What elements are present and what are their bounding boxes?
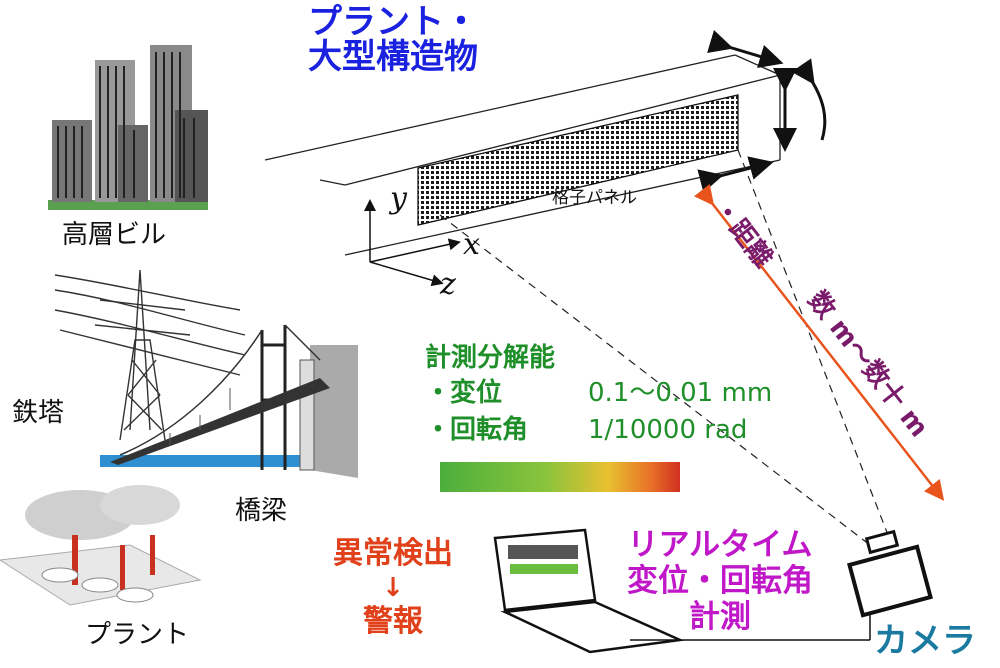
alarm-label: 異常検出 ↓ 警報 — [318, 537, 468, 639]
heading-line2: 大型構造物 — [308, 37, 478, 77]
tower-illustration — [54, 269, 246, 441]
heading-line1: プラント・ — [308, 2, 478, 42]
label-tower: 鉄塔 — [12, 398, 65, 428]
label-bridge: 橋梁 — [235, 496, 288, 526]
resolution-row-name-1: 変位 — [450, 378, 503, 408]
distance-arrow — [693, 183, 945, 501]
axis-z-label: z — [440, 267, 456, 302]
realtime-line2: 変位・回転角 — [627, 563, 813, 599]
displacement-heatmap-bar — [440, 462, 680, 492]
resolution-row-value-1: 0.1〜0.01 mm — [588, 378, 773, 408]
axis-x-label: x — [463, 227, 480, 262]
axis-y-label: y — [390, 181, 407, 216]
alarm-arrow-icon: ↓ — [382, 573, 404, 603]
realtime-line1: リアルタイム — [627, 527, 813, 563]
coordinate-axes — [364, 199, 461, 287]
label-plant: プラント — [85, 620, 190, 650]
alarm-line1: 異常検出 — [333, 536, 453, 571]
laptop-illustration — [493, 528, 871, 654]
resolution-row-value-2: 1/10000 rad — [588, 415, 748, 445]
motion-arrows — [697, 30, 827, 193]
alarm-line2: 警報 — [363, 604, 423, 639]
resolution-title: 計測分解能 — [425, 343, 556, 373]
panel-label: 格子パネル — [552, 188, 637, 208]
resolution-row-bullet-1: ・ — [425, 378, 452, 408]
label-building: 高層ビル — [62, 220, 167, 250]
camera-label: カメラ — [874, 621, 976, 661]
resolution-row-bullet-2: ・ — [425, 415, 452, 445]
building-illustration — [48, 45, 208, 210]
resolution-row-name-2: 回転角 — [450, 415, 529, 445]
bridge-illustration — [100, 324, 358, 478]
camera-icon — [847, 529, 933, 618]
realtime-label: リアルタイム 変位・回転角 計測 — [600, 527, 840, 635]
realtime-line3: 計測 — [689, 599, 751, 635]
plant-illustration — [0, 485, 202, 606]
